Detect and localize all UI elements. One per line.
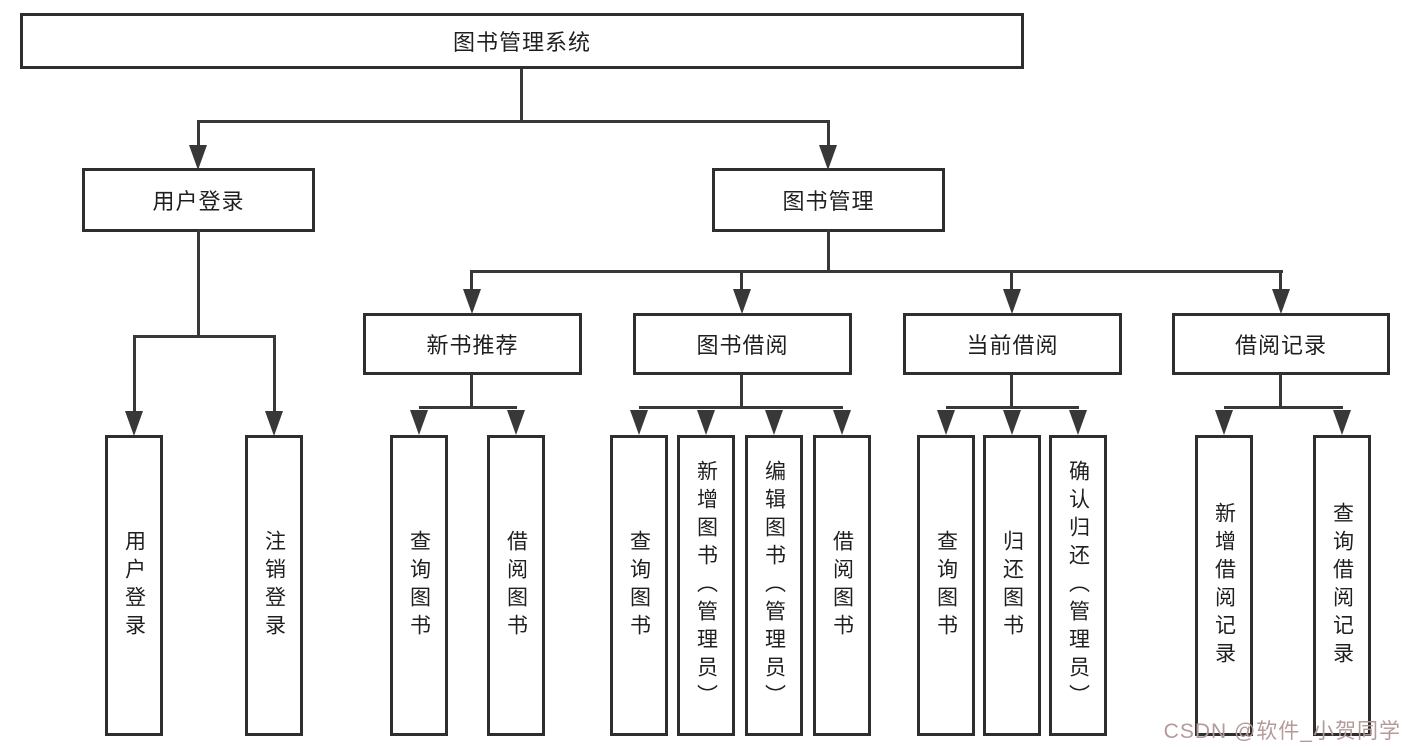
connector-line xyxy=(1010,270,1013,292)
arrow-down-icon xyxy=(833,410,851,435)
leaf-label: 确认归还（管理员） xyxy=(1066,459,1090,712)
connector-line xyxy=(197,120,200,148)
leaf-label: 查询图书 xyxy=(627,529,651,642)
connector-line xyxy=(471,270,1283,273)
arrow-down-icon xyxy=(630,410,648,435)
leaf-label: 注销登录 xyxy=(262,529,286,642)
node-label: 当前借阅 xyxy=(966,333,1059,358)
leaf-label: 查询图书 xyxy=(407,529,431,642)
arrow-down-icon xyxy=(1272,289,1290,314)
arrow-down-icon xyxy=(819,145,837,170)
connector-line xyxy=(639,406,843,409)
connector-line xyxy=(1279,270,1282,292)
leaf-query-books: 查询图书 xyxy=(917,435,975,736)
connector-line xyxy=(419,406,517,409)
connector-line xyxy=(133,335,136,413)
node-book-management: 图书管理 xyxy=(712,168,945,232)
arrow-down-icon xyxy=(125,411,143,436)
arrow-down-icon xyxy=(507,410,525,435)
node-user-login: 用户登录 xyxy=(82,168,315,232)
connector-line xyxy=(273,335,276,413)
connector-line xyxy=(946,406,1079,409)
leaf-user-login: 用户登录 xyxy=(105,435,163,736)
arrow-down-icon xyxy=(463,289,481,314)
node-label: 图书管理 xyxy=(782,189,875,214)
connector-line xyxy=(1224,406,1343,409)
leaf-label: 新增借阅记录 xyxy=(1212,501,1236,670)
arrow-down-icon xyxy=(1003,289,1021,314)
arrow-down-icon xyxy=(937,410,955,435)
leaf-borrow-books: 借阅图书 xyxy=(813,435,871,736)
leaf-label: 借阅图书 xyxy=(504,529,528,642)
leaf-label: 归还图书 xyxy=(1000,529,1024,642)
arrow-down-icon xyxy=(189,145,207,170)
arrow-down-icon xyxy=(733,289,751,314)
connector-line xyxy=(740,270,743,292)
connector-line xyxy=(133,335,276,338)
arrow-down-icon xyxy=(1215,410,1233,435)
node-label: 图书借阅 xyxy=(696,333,789,358)
leaf-query-books: 查询图书 xyxy=(610,435,668,736)
arrow-down-icon xyxy=(410,410,428,435)
leaf-add-books-admin: 新增图书（管理员） xyxy=(677,435,735,736)
leaf-label: 用户登录 xyxy=(122,529,146,642)
arrow-down-icon xyxy=(697,410,715,435)
leaf-label: 借阅图书 xyxy=(830,529,854,642)
leaf-label: 查询借阅记录 xyxy=(1330,501,1354,670)
leaf-confirm-return-admin: 确认归还（管理员） xyxy=(1049,435,1107,736)
leaf-logout: 注销登录 xyxy=(245,435,303,736)
connector-line xyxy=(197,230,200,337)
connector-line xyxy=(740,374,743,408)
node-new-book-recommend: 新书推荐 xyxy=(363,313,582,375)
node-library-system: 图书管理系统 xyxy=(20,13,1024,69)
arrow-down-icon xyxy=(265,411,283,436)
leaf-return-books: 归还图书 xyxy=(983,435,1041,736)
connector-line xyxy=(1010,374,1013,408)
node-current-borrowing: 当前借阅 xyxy=(903,313,1122,375)
arrow-down-icon xyxy=(1069,410,1087,435)
leaf-borrow-books: 借阅图书 xyxy=(487,435,545,736)
leaf-label: 编辑图书（管理员） xyxy=(762,459,786,712)
watermark: CSDN @软件_小贺同学 xyxy=(1163,720,1401,743)
node-label: 用户登录 xyxy=(152,189,245,214)
node-label: 借阅记录 xyxy=(1234,333,1327,358)
connector-line xyxy=(470,374,473,408)
arrow-down-icon xyxy=(765,410,783,435)
connector-line xyxy=(827,230,830,273)
node-book-borrowing: 图书借阅 xyxy=(633,313,852,375)
leaf-query-borrow-record: 查询借阅记录 xyxy=(1313,435,1371,736)
node-borrowing-records: 借阅记录 xyxy=(1172,313,1390,375)
node-label: 新书推荐 xyxy=(426,333,519,358)
connector-line xyxy=(827,120,830,148)
leaf-query-books: 查询图书 xyxy=(390,435,448,736)
arrow-down-icon xyxy=(1003,410,1021,435)
arrow-down-icon xyxy=(1333,410,1351,435)
connector-line xyxy=(1279,374,1282,408)
node-label: 图书管理系统 xyxy=(452,30,591,55)
leaf-add-borrow-record: 新增借阅记录 xyxy=(1195,435,1253,736)
leaf-label: 查询图书 xyxy=(934,529,958,642)
leaf-edit-books-admin: 编辑图书（管理员） xyxy=(745,435,803,736)
connector-line xyxy=(470,270,473,292)
leaf-label: 新增图书（管理员） xyxy=(694,459,718,712)
connector-line xyxy=(520,69,523,122)
connector-line xyxy=(197,120,830,123)
